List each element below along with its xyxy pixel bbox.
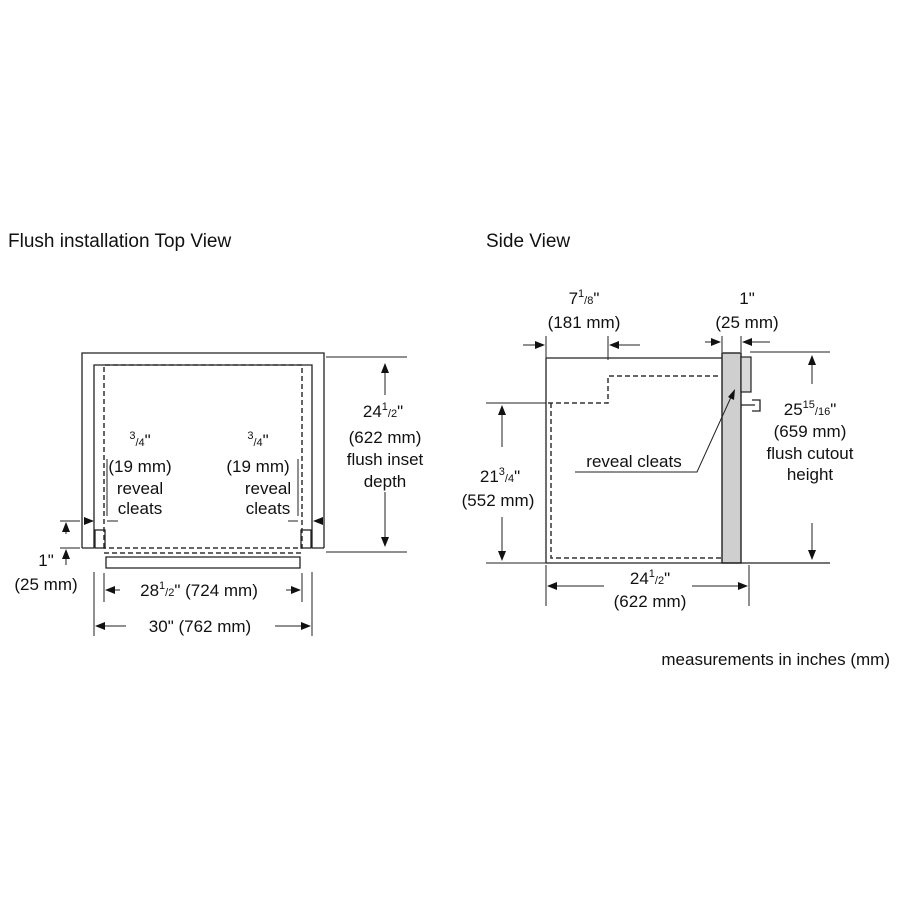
side-door-thickness-dimension: 1" (25 mm)	[705, 289, 779, 352]
side-view-title: Side View	[486, 231, 570, 252]
reveal-mm: (25 mm)	[14, 575, 77, 594]
lower-height-mm: (552 mm)	[462, 491, 535, 510]
top-depth-line2: flush inset	[347, 450, 424, 469]
side-depth-inch: 241/2"	[630, 568, 670, 588]
inner-width-label: 281/2" (724 mm)	[140, 580, 258, 600]
cutout-height-inch: 2515/16"	[784, 399, 837, 419]
cutout-height-line3: height	[787, 465, 834, 484]
side-lower-height-dimension: 213/4" (552 mm)	[462, 402, 546, 564]
measurement-footnote: measurements in inches (mm)	[661, 650, 890, 669]
top-offset-inch: 71/8"	[569, 288, 600, 308]
reveal-inch: 1"	[38, 551, 54, 570]
side-cleat-label: reveal cleats	[586, 452, 681, 471]
right-cleat-inch: 3/4"	[247, 430, 268, 450]
right-cleat-line2: reveal	[245, 479, 291, 498]
top-depth-line3: depth	[364, 472, 407, 491]
top-depth-mm: (622 mm)	[349, 428, 422, 447]
outer-width-label: 30" (762 mm)	[149, 617, 251, 636]
right-cleat-mm: (19 mm)	[226, 457, 289, 476]
top-depth-inch: 241/2"	[363, 401, 403, 421]
left-cleat-line3: cleats	[118, 499, 162, 518]
side-cutout-height-dimension: 2515/16" (659 mm) flush cutout height	[767, 355, 854, 560]
left-cleat-inch: 3/4"	[129, 430, 150, 450]
lower-height-inch: 213/4"	[480, 466, 520, 486]
door-thickness-mm: (25 mm)	[715, 313, 778, 332]
side-depth-mm: (622 mm)	[614, 592, 687, 611]
outer-width-dimension: 30" (762 mm)	[93, 572, 313, 636]
left-cleat-mm: (19 mm)	[108, 457, 171, 476]
top-view-title: Flush installation Top View	[8, 231, 231, 252]
top-view-drawing	[81, 352, 325, 569]
inner-width-dimension: 281/2" (724 mm)	[103, 573, 303, 602]
reveal-dimension: 1" (25 mm)	[14, 520, 80, 594]
cutout-height-line2: flush cutout	[767, 444, 854, 463]
door-thickness-inch: 1"	[739, 289, 755, 308]
right-cleat-dimension: 3/4" (19 mm) reveal cleats	[226, 430, 323, 525]
top-offset-mm: (181 mm)	[548, 313, 621, 332]
right-cleat-line3: cleats	[246, 499, 290, 518]
cutout-height-mm: (659 mm)	[774, 422, 847, 441]
side-cleat-callout: reveal cleats	[575, 389, 735, 473]
side-depth-dimension: 241/2" (622 mm)	[545, 565, 750, 611]
left-cleat-dimension: 3/4" (19 mm) reveal cleats	[84, 430, 172, 525]
top-depth-dimension: 241/2" (622 mm) flush inset depth	[326, 356, 424, 553]
side-top-offset-dimension: 71/8" (181 mm)	[523, 288, 640, 360]
left-cleat-line2: reveal	[117, 479, 163, 498]
